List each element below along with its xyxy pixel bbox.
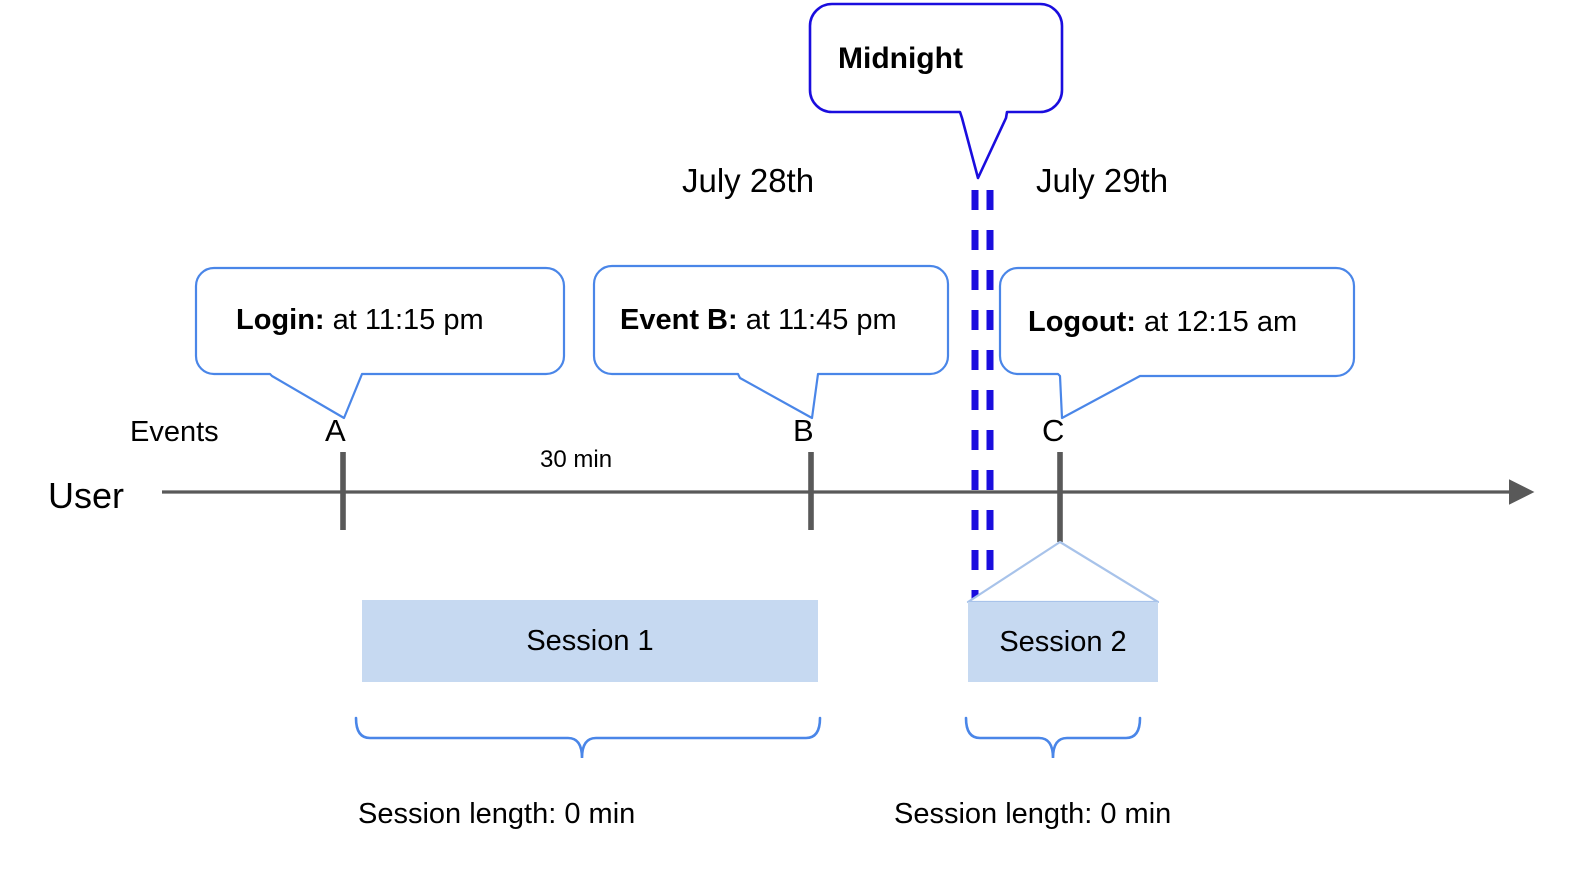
session-2-box: Session 2	[968, 602, 1158, 682]
event-marker-label-a: A	[325, 413, 346, 448]
callout-eventb-rest: at 11:45 pm	[737, 304, 897, 336]
session-2-label: Session 2	[999, 625, 1127, 658]
callout-eventb-shape	[592, 264, 950, 420]
callout-login-shape	[194, 266, 566, 420]
callout-logout-text: Logout: at 12:15 am	[1028, 308, 1297, 337]
event-marker-label-b: B	[793, 413, 814, 448]
session-2-connector	[966, 540, 1160, 604]
callout-logout-rest: at 12:15 am	[1135, 306, 1298, 338]
session-1-brace	[354, 716, 822, 759]
event-marker-label-c: C	[1042, 413, 1065, 448]
gap-label-30-min: 30 min	[540, 446, 613, 473]
day-label-july-29: July 29th	[1036, 162, 1169, 199]
callout-eventb-strong: Event B:	[620, 304, 738, 336]
session-2-length-caption: Session length: 0 min	[894, 798, 1172, 830]
callout-logout-strong: Logout:	[1028, 306, 1136, 338]
midnight-callout-shape	[808, 2, 1064, 180]
callout-login-rest: at 11:15 pm	[324, 304, 484, 336]
day-label-july-28: July 28th	[682, 162, 815, 199]
callout-login-strong: Login:	[236, 304, 325, 336]
session-1-length-caption: Session length: 0 min	[358, 798, 636, 830]
events-row-label: Events	[130, 416, 219, 448]
callout-logout-shape	[998, 266, 1356, 420]
callout-eventb-text: Event B: at 11:45 pm	[620, 306, 897, 335]
midnight-dashed-lines	[971, 190, 994, 600]
session-2-brace	[964, 716, 1142, 759]
midnight-callout-label: Midnight	[838, 42, 963, 75]
session-1-box: Session 1	[362, 600, 818, 682]
callout-login-text: Login: at 11:15 pm	[236, 306, 484, 335]
axis-row-label-user: User	[48, 475, 125, 516]
session-1-label: Session 1	[526, 624, 654, 657]
event-tick-marks	[340, 452, 1063, 542]
